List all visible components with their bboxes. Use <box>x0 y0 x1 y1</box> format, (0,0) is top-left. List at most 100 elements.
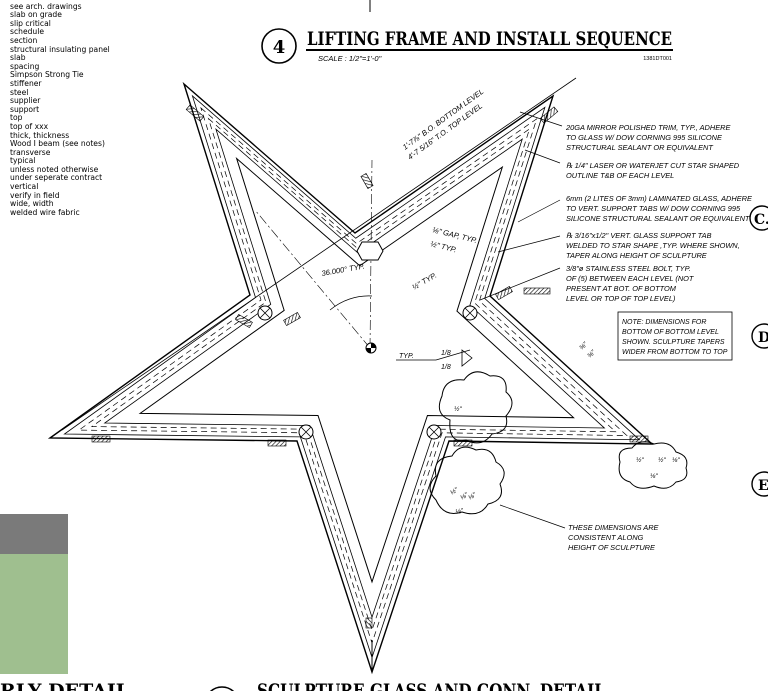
note-6-line-2: CONSISTENT ALONG <box>568 533 644 542</box>
note-4-line-3: TAPER ALONG HEIGHT OF SCULPTURE <box>566 251 707 260</box>
abbreviation-item: thick, thickness <box>10 130 70 140</box>
reference-line <box>61 77 577 431</box>
dim-width-3: ⅛" <box>672 457 680 464</box>
star-top-level-outline <box>138 156 575 584</box>
abbreviation-item: slab on grade <box>10 10 62 20</box>
grid-bubble-e: E <box>758 478 768 494</box>
hatched-tab <box>235 313 253 329</box>
dim-small-2: ⅛" <box>459 491 470 502</box>
dim-small-1: ½" <box>449 485 460 496</box>
star-outer-outline <box>47 81 654 675</box>
grid-bubble-d: D <box>758 330 768 346</box>
abbreviation-item: typical <box>10 156 36 166</box>
hatched-tab <box>629 435 649 443</box>
abbreviation-item: see arch. drawings <box>10 1 82 11</box>
perspective-thumbnail <box>0 514 68 674</box>
dim-bottom-level: 1'-7⅞" B.O. BOTTOM LEVEL <box>401 87 485 152</box>
abbreviation-item: transverse <box>10 147 51 157</box>
hatched-tab <box>495 285 513 301</box>
abbreviation-item: spacing <box>10 61 40 71</box>
weld-symbol-icon <box>461 349 473 367</box>
abbreviation-item: slab <box>10 53 26 63</box>
note-5-line-1: 3/8"ø STAINLESS STEEL BOLT, TYP. <box>566 264 691 273</box>
revision-cloud-upper <box>438 371 513 444</box>
note-3-line-2: TO VERT. SUPPORT TABS W/ DOW CORNING 995 <box>566 204 741 213</box>
star-outline-2 <box>63 94 641 659</box>
abbreviation-item: stiffener <box>10 78 42 88</box>
abbreviation-item: verify in field <box>10 190 60 200</box>
note-box-line-1: NOTE: DIMENSIONS FOR <box>622 319 706 326</box>
abbreviation-item: welded wire fabric <box>10 207 80 217</box>
note-4-line-1: ℞ 3/16"x1/2" VERT. GLASS SUPPORT TAB <box>566 231 712 240</box>
detail-code: 1381DT001 <box>643 56 672 62</box>
detail-title-block: 4 LIFTING FRAME AND INSTALL SEQUENCE SCA… <box>261 28 673 64</box>
note-2-line-1: ℞ 1/4" LASER OR WATERJET CUT STAR SHAPED <box>566 161 740 170</box>
detail-scale: SCALE : 1/2"=1'-0" <box>318 54 382 63</box>
abbreviation-item: section <box>10 35 38 45</box>
note-3-line-3: SILICONE STRUCTURAL SEALANT OR EQUIVALEN… <box>566 214 750 223</box>
hatched-tab <box>283 311 301 327</box>
angle-arc <box>329 295 373 311</box>
weld-size-a: 1/8 <box>441 350 451 357</box>
abbreviation-item: rake wall rafter <box>10 0 160 3</box>
weld-size-b: 1/8 <box>441 364 451 371</box>
abbreviation-item: steel <box>10 87 29 97</box>
dim-right-2: ⅝" <box>586 349 597 360</box>
dim-small-4: ⅛" <box>467 491 478 502</box>
abbreviation-item: under seperate contract <box>10 173 103 183</box>
dim-typ-2: ½" TYP. <box>411 271 439 292</box>
abbreviation-item: vertical <box>10 182 39 192</box>
dim-right-1: ⅝" <box>578 341 589 352</box>
center-mark-fill-icon <box>366 343 376 353</box>
grid-bubbles: C. D E <box>749 205 768 497</box>
note-6-line-1: THESE DIMENSIONS ARE <box>568 523 659 532</box>
thumbnail-green-area <box>0 554 68 674</box>
dim-angle: 36.000° TYP. <box>321 262 366 278</box>
note-1-line-3: STRUCTURAL SEALANT OR EQUIVALENT <box>566 143 713 152</box>
revision-cloud-lower <box>429 446 505 515</box>
hatched-tab <box>185 104 205 122</box>
note-1-line-1: 20GA MIRROR POLISHED TRIM, TYP., ADHERE <box>565 123 730 132</box>
abbreviation-item: top <box>10 113 23 123</box>
note-4-line-2: WELDED TO STAR SHAPE ,TYP. WHERE SHOWN, <box>566 241 740 250</box>
revision-cloud-right <box>618 441 688 489</box>
note-5-line-3: PRESENT AT BOT. OF BOTTOM <box>566 284 677 293</box>
dim-width-1: ½" <box>658 456 666 464</box>
bolt-symbols <box>257 241 478 440</box>
abbreviation-item: schedule <box>10 27 45 37</box>
abbreviation-item: slip critical <box>10 18 51 28</box>
note-5-line-4: LEVEL OR TOP OF TOP LEVEL) <box>566 294 676 303</box>
note-2-line-2: OUTLINE T&B OF EACH LEVEL <box>566 171 674 180</box>
hatched-tab <box>91 435 111 443</box>
weld-typ: TYP. <box>399 353 414 360</box>
hatched-tab <box>539 106 559 124</box>
note-box-line-3: SHOWN. SCULPTURE TAPERS <box>622 339 725 346</box>
abbreviation-item: unless noted otherwise <box>10 164 99 174</box>
bottom-title-left: RLY DETAIL <box>0 680 129 691</box>
note-1-line-2: TO GLASS W/ DOW CORNING 995 SILICONE <box>566 133 722 142</box>
star-outline-group <box>47 81 654 675</box>
abbreviation-item: supplier <box>10 96 41 106</box>
dim-half-1: ½" <box>454 405 462 413</box>
dim-width-2: ⅛" <box>650 473 658 480</box>
detail-number: 4 <box>273 37 286 58</box>
hatched-tab <box>523 287 551 295</box>
hatched-tab <box>360 173 374 189</box>
star-glass-line-2 <box>90 117 617 632</box>
bottom-detail-bubble <box>209 686 235 691</box>
center-line-2 <box>254 209 371 349</box>
detail-title: LIFTING FRAME AND INSTALL SEQUENCE <box>307 28 672 50</box>
hatched-tab <box>365 617 373 629</box>
leader-lines <box>396 111 566 529</box>
grid-bubble-c: C. <box>754 212 768 228</box>
detail-number-bubble <box>261 28 297 64</box>
bottom-titles: RLY DETAIL SCULPTURE GLASS AND CONN. DET… <box>0 680 605 691</box>
abbreviation-item: Wood I beam (see notes) <box>10 139 105 149</box>
abbreviation-item: Simpson Strong Tie <box>10 70 84 80</box>
note-box <box>617 311 733 361</box>
dim-typ-1: ½" TYP. <box>430 239 458 254</box>
note-6-line-3: HEIGHT OF SCULPTURE <box>568 543 655 552</box>
abbreviation-item: support <box>10 104 40 114</box>
